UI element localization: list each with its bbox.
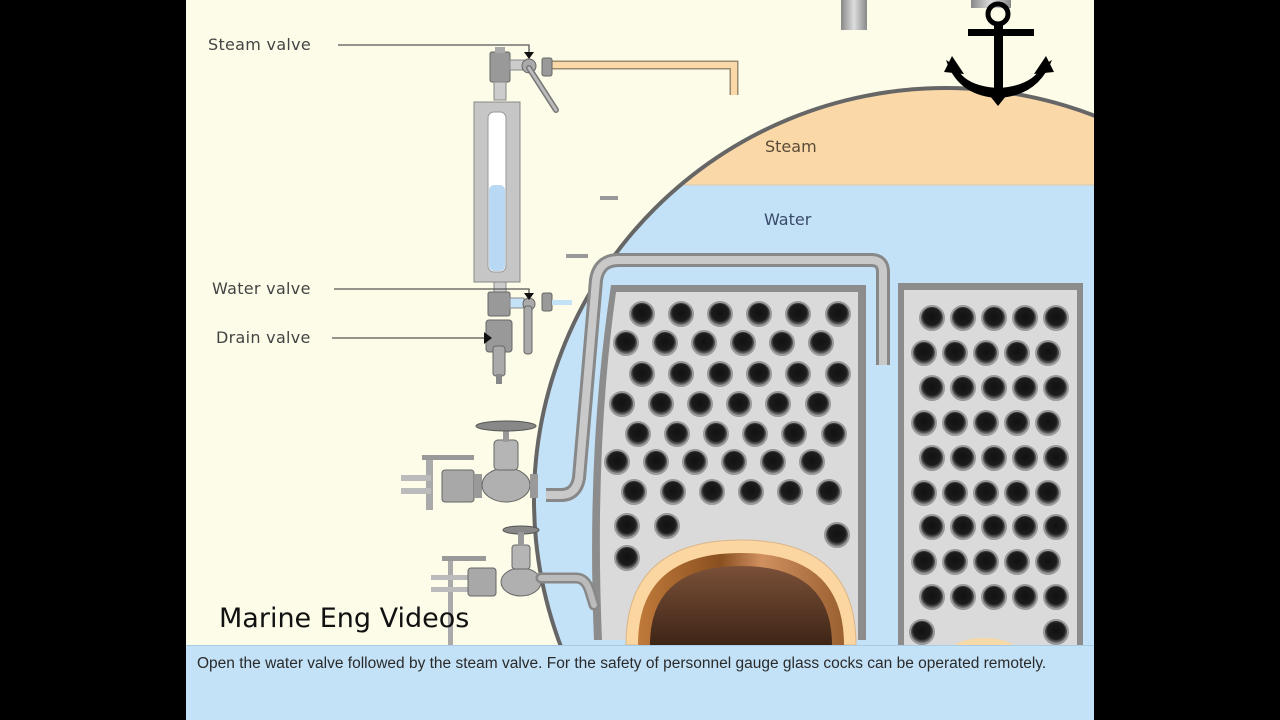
caption-bar: Open the water valve followed by the ste…: [186, 645, 1094, 720]
boiler-diagram: [332, 0, 1094, 645]
caption-text: Open the water valve followed by the ste…: [197, 655, 1047, 672]
steam-zone-label: Steam: [765, 137, 817, 156]
left-tube-holes: [604, 301, 851, 571]
leader-lines: [332, 44, 534, 344]
drain-valve: [485, 319, 513, 384]
steam-valve-label: Steam valve: [208, 35, 312, 54]
water-zone-label: Water: [764, 210, 812, 229]
water-valve-handle: [522, 297, 536, 355]
anchor-icon: [944, 1, 1054, 106]
steam-valve-handle: [521, 58, 559, 113]
channel-watermark: Marine Eng Videos: [219, 603, 470, 634]
top-nozzle: [841, 0, 867, 30]
video-frame: Steam valve Water valve Drain valve Stea…: [186, 0, 1094, 720]
gauge-glass: [473, 47, 572, 317]
steam-space: [536, 90, 1094, 185]
main-feed-valve: [401, 420, 538, 510]
drain-valve-label: Drain valve: [216, 328, 311, 347]
right-tube-holes: [909, 305, 1069, 645]
furnace: [625, 539, 857, 645]
blowdown-valve: [431, 525, 600, 645]
water-valve-label: Water valve: [212, 279, 311, 298]
